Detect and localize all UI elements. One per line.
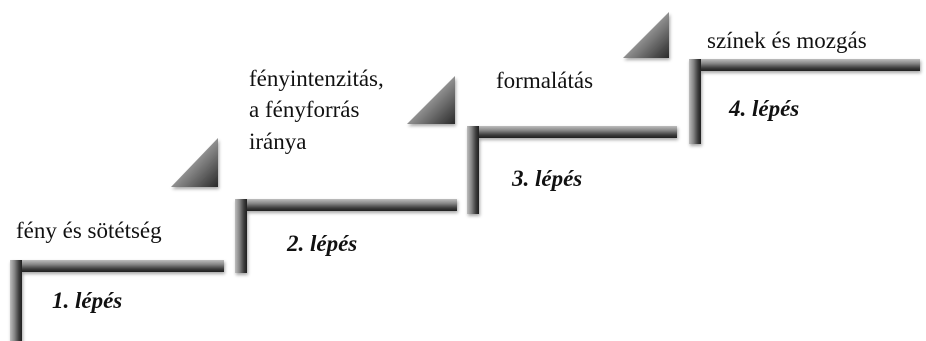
triangle-3-icon [623,12,669,58]
stage-2-topic-line-2: a fényforrás [249,97,360,122]
stage-1-topic: fény és sötétség [16,218,162,243]
step-4-bracket [689,59,920,144]
triangle-2-icon [407,76,455,124]
step-1-bracket [10,260,224,341]
stage-4-topic: színek és mozgás [707,28,867,53]
stage-2-topic-line-3: iránya [249,129,307,154]
stage-3-topic: formalátás [496,68,594,93]
stage-2-topic-line-1: fényintenzitás, [249,66,384,91]
step-3-bracket [467,126,677,214]
triangle-1-icon [171,138,218,187]
step-3-label: 3. lépés [512,166,583,191]
step-4-label: 4. lépés [729,96,800,121]
step-2-label: 2. lépés [287,231,358,256]
step-1-label: 1. lépés [52,288,123,313]
step-2-bracket [235,199,457,273]
